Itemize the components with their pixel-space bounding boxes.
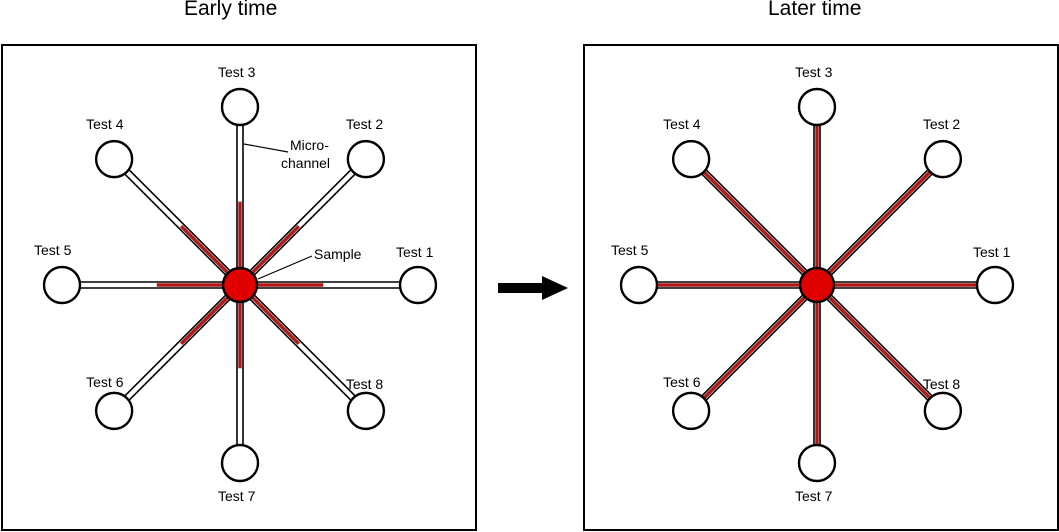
test-6-reservoir: [671, 391, 711, 431]
test-4-label: Test 4: [86, 116, 124, 132]
microchannel-8: [237, 282, 356, 401]
test-6-label: Test 6: [663, 374, 701, 390]
test-8-reservoir: [346, 391, 386, 431]
sample-reservoir: [221, 266, 259, 304]
microchannel-3: [236, 125, 244, 285]
channel-fluid-2: [815, 170, 932, 287]
microchannel-5: [657, 281, 817, 289]
test-8-label: Test 8: [923, 376, 961, 392]
test-7-label: Test 7: [218, 488, 256, 504]
early-time-panel-frame: [1, 44, 477, 531]
test-2-reservoir: [923, 139, 963, 179]
sample-reservoir: [798, 266, 836, 304]
channel-fluid-8: [815, 283, 932, 400]
test-5-reservoir: [42, 265, 82, 305]
microchannel-1: [240, 281, 400, 289]
test-6-label: Test 6: [86, 374, 124, 390]
microchannel-6: [701, 282, 820, 401]
test-4-reservoir: [94, 139, 134, 179]
test-1-reservoir: [975, 265, 1015, 305]
microchannel-8: [814, 282, 933, 401]
channel-fluid-6: [702, 283, 819, 400]
test-5-reservoir: [619, 265, 659, 305]
later-time-title: Later time: [768, 0, 862, 20]
test-6-reservoir: [94, 391, 134, 431]
microchannel-7: [236, 285, 244, 445]
microchannel-2: [814, 169, 933, 288]
test-1-label: Test 1: [973, 244, 1011, 260]
channel-fluid-4: [702, 170, 819, 287]
test-7-label: Test 7: [795, 488, 833, 504]
microchannel-6: [124, 282, 243, 401]
test-3-label: Test 3: [218, 64, 256, 80]
microchannel-5: [80, 281, 240, 289]
microchannel-3: [813, 125, 821, 285]
microchannel-annotation: Micro- channel: [243, 137, 330, 171]
test-7-reservoir: [797, 443, 837, 483]
microchannel-4: [701, 169, 820, 288]
test-5-label: Test 5: [611, 242, 649, 258]
microchannel-1: [817, 281, 977, 289]
test-3-label: Test 3: [795, 64, 833, 80]
microchannel-2: [237, 169, 356, 288]
microchannel-label-line2: channel: [281, 155, 330, 171]
test-2-label: Test 2: [923, 116, 961, 132]
test-4-reservoir: [671, 139, 711, 179]
test-4-label: Test 4: [663, 116, 701, 132]
test-3-reservoir: [220, 87, 260, 127]
early-time-title: Early time: [184, 0, 278, 20]
later-time-device: Test 1 Test 2 Test 3 Test 4 Test 5 Test 6 Test…: [611, 64, 1015, 504]
test-3-reservoir: [797, 87, 837, 127]
right-arrow-icon: [498, 276, 568, 300]
test-8-label: Test 8: [346, 376, 384, 392]
test-7-reservoir: [220, 443, 260, 483]
test-2-label: Test 2: [346, 116, 384, 132]
later-time-panel-frame: [583, 44, 1059, 531]
microchannel-4: [124, 169, 243, 288]
test-5-label: Test 5: [34, 242, 72, 258]
sample-label: Sample: [314, 246, 362, 262]
test-2-reservoir: [346, 139, 386, 179]
early-time-device: Test 1 Test 2 Test 3 Test 4 Test 5 Test 6 Test…: [34, 64, 438, 504]
test-1-label: Test 1: [396, 244, 434, 260]
microchannel-label-line1: Micro-: [290, 137, 329, 153]
sample-annotation: Sample: [257, 246, 362, 280]
microchannel-7: [813, 285, 821, 445]
test-8-reservoir: [923, 391, 963, 431]
test-1-reservoir: [398, 265, 438, 305]
